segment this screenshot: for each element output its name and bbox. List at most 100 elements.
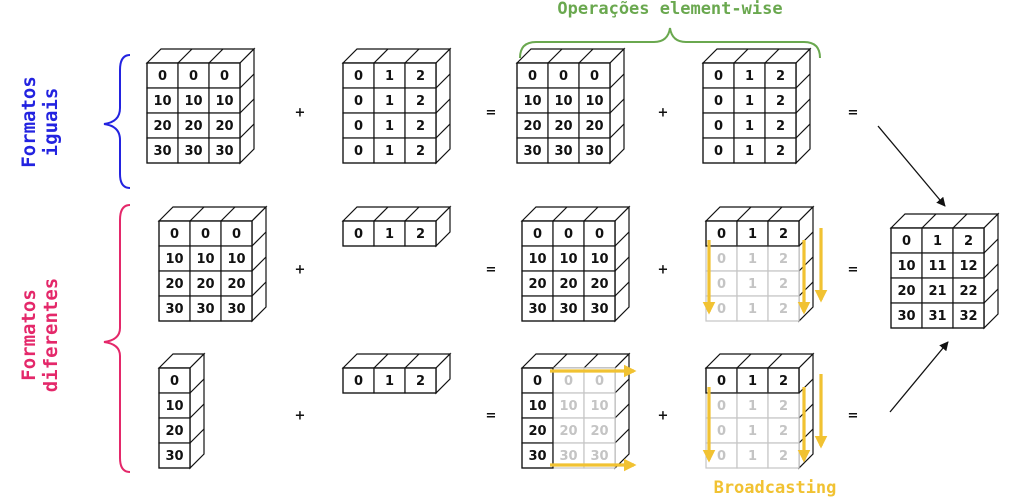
cell [583, 270, 616, 297]
cell-value: 30 [559, 449, 577, 464]
cube-front-outline [146, 62, 241, 164]
cell [767, 245, 800, 272]
cell [158, 295, 191, 322]
equal-shapes-brace [103, 54, 131, 189]
cell-value: 10 [528, 399, 546, 414]
cell-value: 0 [902, 234, 911, 249]
cell [767, 270, 800, 297]
cube-top-face [145, 48, 256, 64]
cell [767, 220, 800, 247]
cube-front-outline [890, 227, 985, 329]
cell-value: 10 [227, 252, 245, 267]
cell-value: 0 [714, 119, 723, 134]
cell-value: 2 [416, 94, 425, 109]
cell-value: 1 [748, 252, 757, 267]
cell-value: 0 [201, 227, 210, 242]
cell-value: 10 [215, 94, 233, 109]
cell [146, 137, 179, 164]
cell-value: 30 [590, 449, 608, 464]
different-shapes-brace [103, 204, 131, 473]
cell-value: 11 [928, 259, 946, 274]
cell-value: 20 [165, 277, 183, 292]
cell-value: 20 [559, 277, 577, 292]
different-shapes-label-line2: diferentes [40, 278, 62, 392]
cube-front-outline [521, 220, 616, 322]
cell-value: 2 [779, 399, 788, 414]
cell-value: 1 [745, 94, 754, 109]
cell-value: 2 [416, 227, 425, 242]
cell-value: 2 [779, 424, 788, 439]
cube-front-outline [705, 367, 800, 394]
cell-value: 30 [165, 449, 183, 464]
different-shapes-label: Formatos diferentes [18, 278, 62, 392]
cube-top-face [889, 213, 1000, 229]
cell-value: 20 [554, 119, 572, 134]
cell-value: 1 [385, 144, 394, 159]
cell-value: 0 [717, 302, 726, 317]
cell-value: 0 [714, 69, 723, 84]
cell-value: 0 [714, 94, 723, 109]
cell-value: 20 [528, 277, 546, 292]
cell-value: 0 [717, 252, 726, 267]
cell-value: 30 [165, 302, 183, 317]
equals-operator: = [486, 263, 497, 278]
cube-top-face [520, 206, 631, 222]
cube-front-outline [342, 62, 437, 164]
cell [952, 302, 985, 329]
cell [736, 270, 769, 297]
cell-value: 0 [717, 449, 726, 464]
cell [342, 87, 375, 114]
cell-value: 1 [385, 94, 394, 109]
cell [733, 137, 766, 164]
arrow-top-to-result [877, 125, 946, 207]
cell-value: 30 [153, 144, 171, 159]
cell-value: 30 [528, 302, 546, 317]
equal-shapes-label-line2: iguais [40, 88, 62, 157]
cell [552, 270, 585, 297]
cell [552, 220, 585, 247]
cell [583, 392, 616, 419]
cell [736, 295, 769, 322]
equals-operator: = [848, 263, 859, 278]
cell-value: 2 [416, 374, 425, 389]
cell-value: 31 [928, 309, 946, 324]
cell [764, 112, 797, 139]
cell-value: 12 [959, 259, 977, 274]
broadcasting-title: Broadcasting [714, 478, 837, 498]
cell-value: 0 [354, 69, 363, 84]
cell-value: 1 [385, 119, 394, 134]
cell-value: 0 [533, 374, 542, 389]
cell-value: 0 [354, 227, 363, 242]
cell [583, 245, 616, 272]
cell [921, 302, 954, 329]
cell-value: 10 [523, 94, 541, 109]
cell-value: 20 [196, 277, 214, 292]
equals-operator: = [848, 106, 859, 121]
cell [733, 112, 766, 139]
cell-value: 20 [227, 277, 245, 292]
cell [158, 270, 191, 297]
cube-top-face [157, 206, 268, 222]
cell-value: 10 [897, 259, 915, 274]
cell-value: 2 [416, 119, 425, 134]
cell-value: 0 [559, 69, 568, 84]
cell-value: 1 [748, 227, 757, 242]
plus-operator: + [295, 263, 306, 278]
cell-value: 2 [416, 69, 425, 84]
plus-operator: + [658, 263, 669, 278]
cell-value: 10 [165, 252, 183, 267]
different-shapes-label-line1: Formatos [18, 289, 40, 381]
cell-value: 10 [559, 252, 577, 267]
cube-front-outline [705, 220, 800, 247]
cell-value: 0 [595, 227, 604, 242]
equal-shapes-label: Formatos iguais [18, 76, 62, 168]
cell-value: 0 [170, 227, 179, 242]
plus-operator: + [295, 409, 306, 424]
elementwise-title: Operações element-wise [557, 0, 782, 19]
